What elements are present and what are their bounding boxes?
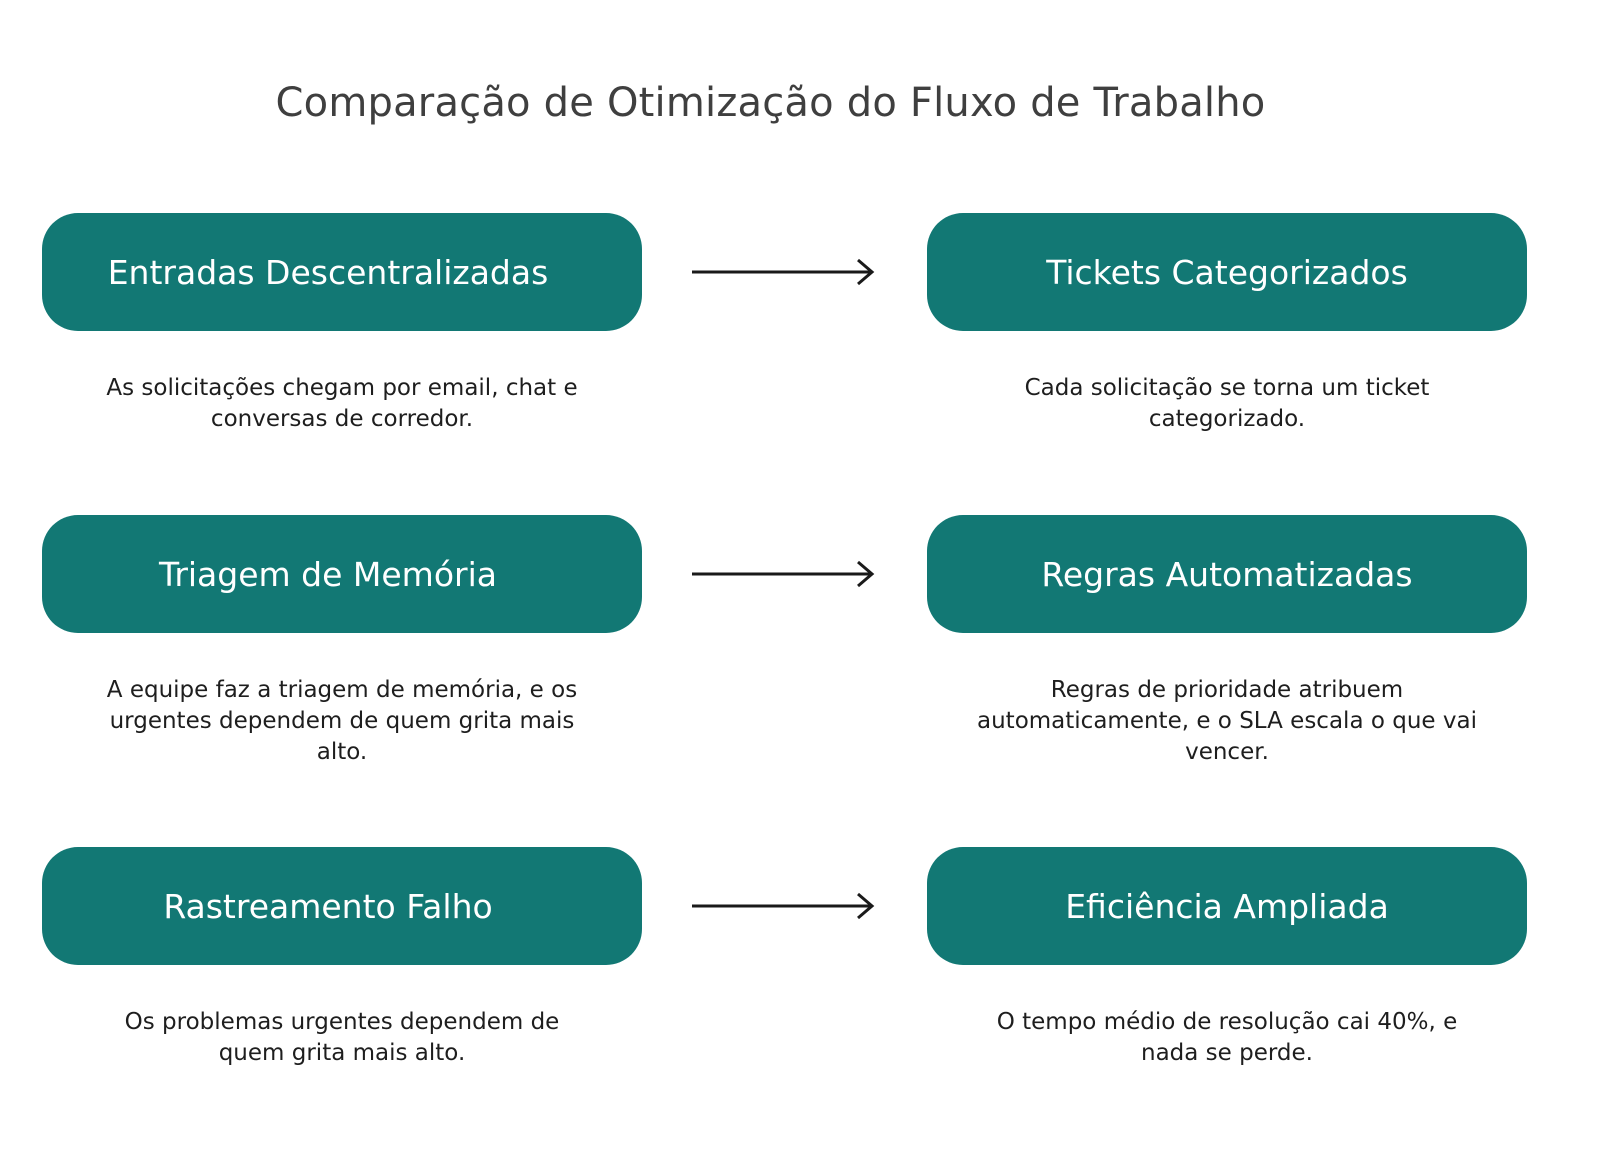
before-description-text-1: As solicitações chegam por email, chat e… xyxy=(106,375,578,432)
arrow-icon xyxy=(692,258,875,286)
before-label-1: Entradas Descentralizadas xyxy=(107,252,549,292)
after-label-1: Tickets Categorizados xyxy=(1046,252,1408,292)
after-description-3: O tempo médio de resolução cai 40%, e na… xyxy=(927,1007,1527,1069)
diagram-title: Comparação de Otimização do Fluxo de Tra… xyxy=(275,80,1266,126)
before-box-3: Rastreamento Falho xyxy=(42,847,642,965)
after-description-text-2: Regras de prioridade atribuem automatica… xyxy=(977,677,1477,765)
after-description-2: Regras de prioridade atribuem automatica… xyxy=(927,675,1527,768)
before-label-3: Rastreamento Falho xyxy=(163,886,493,926)
arrow-icon xyxy=(692,892,875,920)
after-label-3: Eficiência Ampliada xyxy=(1065,886,1389,926)
before-description-text-2: A equipe faz a triagem de memória, e os … xyxy=(106,677,578,765)
arrow-icon xyxy=(692,560,875,588)
before-box-2: Triagem de Memória xyxy=(42,515,642,633)
before-box-1: Entradas Descentralizadas xyxy=(42,213,642,331)
after-description-1: Cada solicitação se torna um ticket cate… xyxy=(927,373,1527,435)
after-description-text-3: O tempo médio de resolução cai 40%, e na… xyxy=(996,1009,1458,1066)
before-description-3: Os problemas urgentes dependem de quem g… xyxy=(42,1007,642,1069)
before-label-2: Triagem de Memória xyxy=(159,554,497,594)
before-description-2: A equipe faz a triagem de memória, e os … xyxy=(42,675,642,768)
after-label-2: Regras Automatizadas xyxy=(1041,554,1413,594)
before-description-text-3: Os problemas urgentes dependem de quem g… xyxy=(124,1009,560,1066)
before-description-1: As solicitações chegam por email, chat e… xyxy=(42,373,642,435)
after-box-3: Eficiência Ampliada xyxy=(927,847,1527,965)
after-description-text-1: Cada solicitação se torna um ticket cate… xyxy=(1024,375,1430,432)
after-box-2: Regras Automatizadas xyxy=(927,515,1527,633)
after-box-1: Tickets Categorizados xyxy=(927,213,1527,331)
